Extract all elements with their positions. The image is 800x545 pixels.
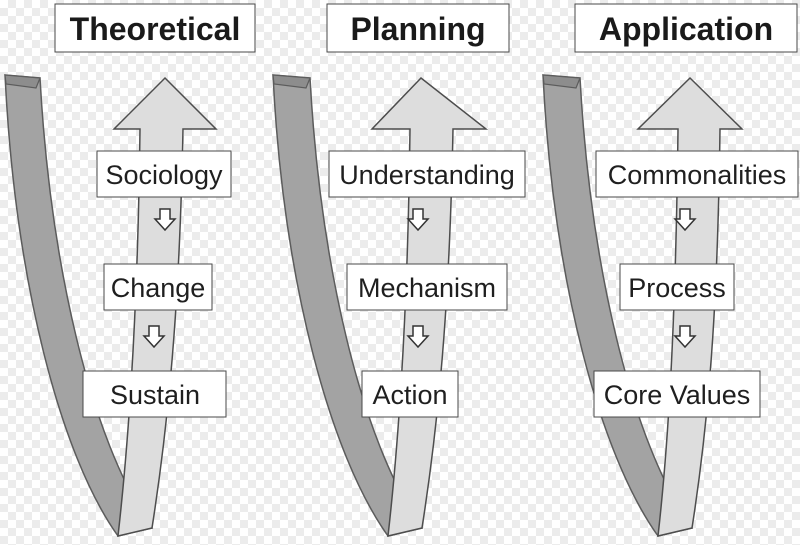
loop-band-face xyxy=(542,74,581,89)
step-box xyxy=(103,263,213,311)
step-box xyxy=(593,370,761,418)
step-label: Core Values xyxy=(604,380,751,410)
step-label: Understanding xyxy=(339,160,515,190)
step-label: Change xyxy=(111,273,206,303)
loop-band-face xyxy=(4,74,41,89)
loop-band-face xyxy=(272,74,311,89)
step-box xyxy=(328,150,526,198)
down-arrow-icon xyxy=(406,208,430,232)
step-box xyxy=(82,370,227,418)
header-box xyxy=(326,3,510,53)
step-label: Action xyxy=(372,380,447,410)
step-label: Mechanism xyxy=(358,273,496,303)
step-label: Sustain xyxy=(110,380,200,410)
column-header: Planning xyxy=(350,11,485,47)
step-box xyxy=(346,263,508,311)
step-box xyxy=(361,370,459,418)
step-box xyxy=(96,150,232,198)
column-header: Application xyxy=(599,11,773,47)
header-box xyxy=(54,3,256,53)
column-application: Application Commonalities Process Core V… xyxy=(542,3,799,537)
step-label: Commonalities xyxy=(608,160,787,190)
down-arrow-icon xyxy=(673,208,697,232)
step-label: Sociology xyxy=(105,160,223,190)
column-header: Theoretical xyxy=(70,11,241,47)
column-planning: Planning Understanding Mechanism Action xyxy=(272,3,526,537)
step-label: Process xyxy=(628,273,726,303)
step-box xyxy=(619,263,735,311)
header-box xyxy=(574,3,798,53)
down-arrow-icon xyxy=(406,325,430,349)
step-box xyxy=(595,150,799,198)
down-arrow-icon xyxy=(673,325,697,349)
down-arrow-icon xyxy=(142,325,166,349)
down-arrow-icon xyxy=(153,208,177,232)
column-theoretical: Theoretical Sociology Change Sustain xyxy=(4,3,256,537)
